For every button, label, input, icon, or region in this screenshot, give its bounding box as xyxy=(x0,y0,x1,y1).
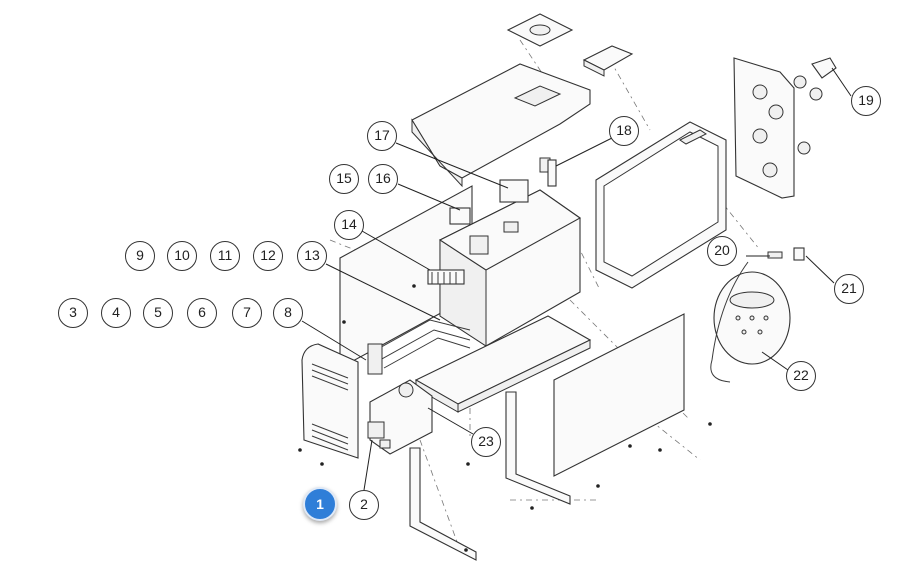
base-plate xyxy=(414,315,592,413)
part-callout-19[interactable]: 19 xyxy=(851,86,881,116)
front-panel xyxy=(301,343,359,459)
part-callout-13[interactable]: 13 xyxy=(297,241,327,271)
mounting-brackets xyxy=(409,391,571,561)
wall-mount-panel xyxy=(733,57,795,199)
top-plate xyxy=(506,13,574,47)
fittings xyxy=(793,57,837,155)
control-bracket xyxy=(367,379,433,455)
part-callout-2[interactable]: 2 xyxy=(349,490,379,520)
part-callout-23[interactable]: 23 xyxy=(471,427,501,457)
part-callout-20[interactable]: 20 xyxy=(707,236,737,266)
rear-shell xyxy=(595,121,727,289)
control-pad-assembly xyxy=(710,247,805,383)
part-callout-11[interactable]: 11 xyxy=(210,241,240,271)
part-callout-7[interactable]: 7 xyxy=(232,298,262,328)
part-callout-16[interactable]: 16 xyxy=(368,164,398,194)
part-callout-1[interactable]: 1 xyxy=(303,487,337,521)
leader-lines xyxy=(301,67,852,491)
part-callout-9[interactable]: 9 xyxy=(125,241,155,271)
heating-elements xyxy=(367,319,471,375)
top-bracket xyxy=(582,45,634,77)
part-callout-3[interactable]: 3 xyxy=(58,298,88,328)
part-callout-5[interactable]: 5 xyxy=(143,298,173,328)
top-cover xyxy=(411,63,591,188)
part-callout-4[interactable]: 4 xyxy=(101,298,131,328)
screws xyxy=(298,284,712,552)
part-callout-10[interactable]: 10 xyxy=(167,241,197,271)
part-callout-17[interactable]: 17 xyxy=(367,121,397,151)
control-components xyxy=(427,157,557,285)
part-callout-15[interactable]: 15 xyxy=(329,164,359,194)
part-callout-22[interactable]: 22 xyxy=(786,361,816,391)
part-callout-6[interactable]: 6 xyxy=(187,298,217,328)
part-callout-21[interactable]: 21 xyxy=(834,274,864,304)
part-callout-18[interactable]: 18 xyxy=(609,116,639,146)
part-callout-14[interactable]: 14 xyxy=(334,210,364,240)
right-side-panel xyxy=(553,313,685,477)
part-callout-12[interactable]: 12 xyxy=(253,241,283,271)
part-callout-8[interactable]: 8 xyxy=(273,298,303,328)
